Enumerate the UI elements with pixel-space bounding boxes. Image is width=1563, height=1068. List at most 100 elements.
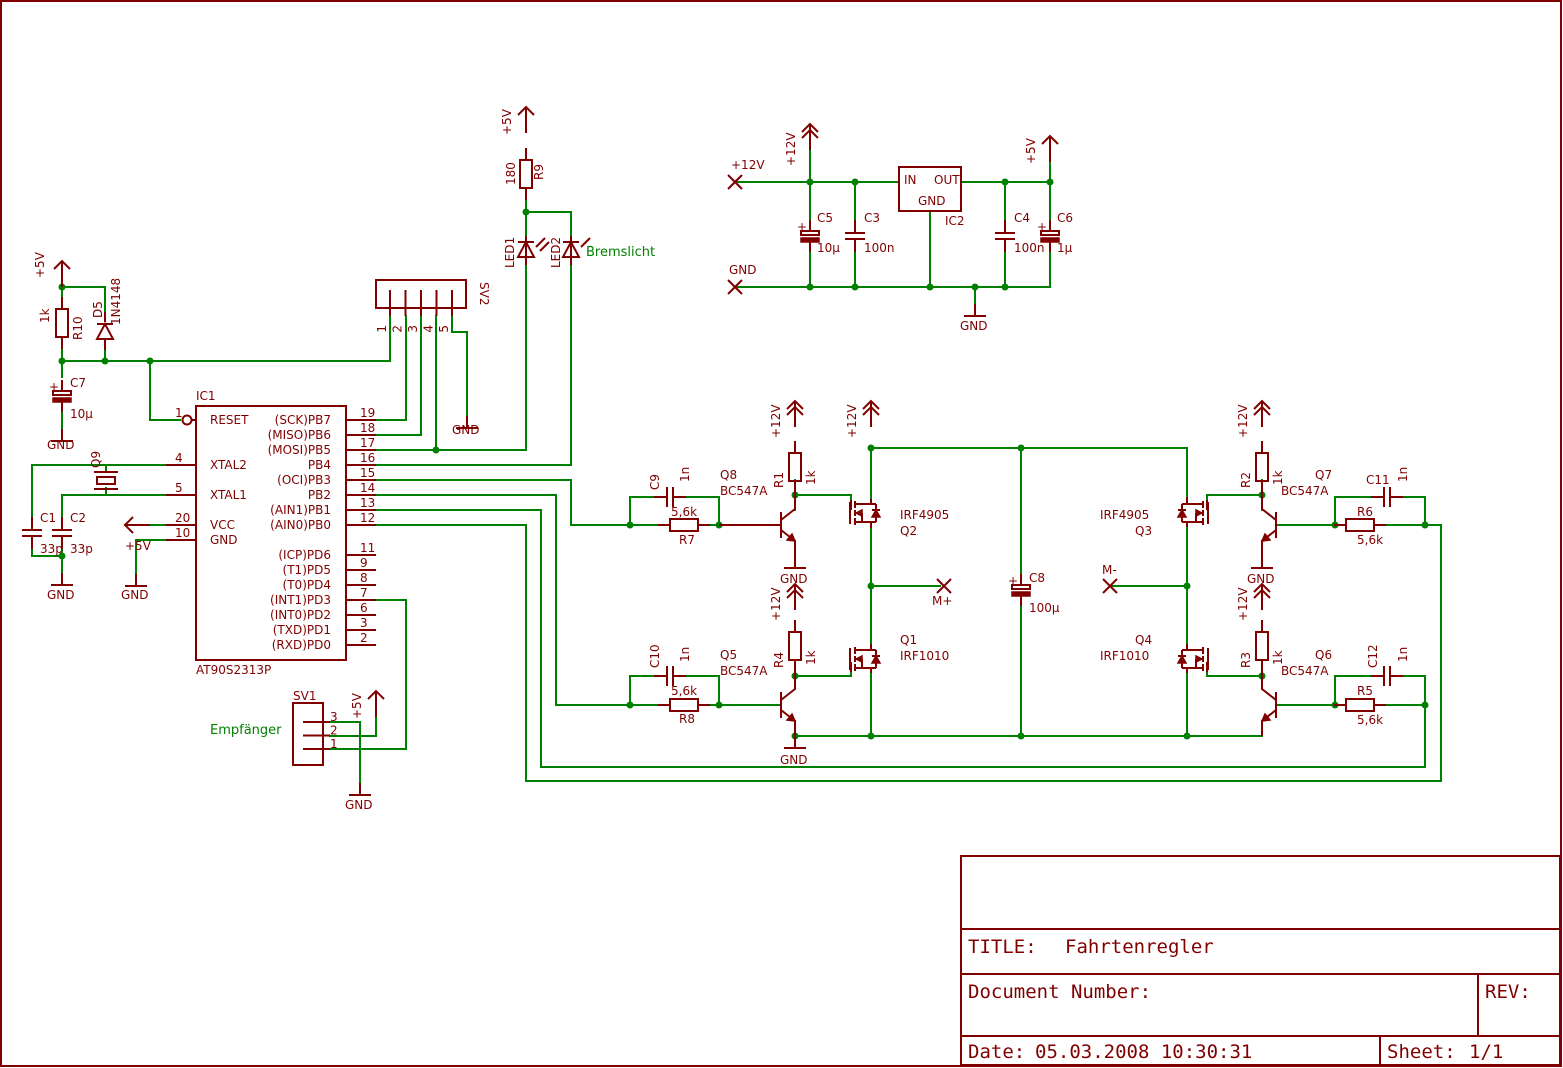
svg-text:C7: C7 — [70, 376, 86, 390]
svg-text:1k: 1k — [1271, 650, 1285, 665]
ic1-pin-number: 2 — [360, 631, 368, 645]
svg-text:+12V: +12V — [1236, 587, 1250, 621]
ic2-regulator: IN OUT GND IC2 — [898, 166, 965, 228]
junctions — [58, 178, 1429, 740]
svg-text:+12V: +12V — [769, 404, 783, 438]
svg-text:1n: 1n — [678, 647, 692, 662]
ic1-pin-number: 14 — [360, 481, 375, 495]
svg-text:Empfänger: Empfänger — [210, 723, 282, 738]
c3-capacitor: C3 100n — [844, 211, 895, 255]
svg-text:5,6k: 5,6k — [671, 505, 697, 519]
sheet-label: Sheet: — [1387, 1041, 1456, 1063]
led2: LED2 Bremslicht — [549, 236, 655, 268]
svg-text:Bremslicht: Bremslicht — [586, 245, 655, 260]
svg-text:BC547A: BC547A — [1281, 664, 1329, 678]
ic1-pin-label: (AIN1)PB1 — [270, 503, 331, 517]
ic1-pin-number: 7 — [360, 586, 368, 600]
svg-text:R5: R5 — [1357, 684, 1373, 698]
svg-text:C3: C3 — [864, 211, 880, 225]
ic1-pin-number: 8 — [360, 571, 368, 585]
svg-text:R8: R8 — [679, 712, 695, 726]
svg-text:+5V: +5V — [500, 108, 514, 135]
c2-capacitor: C2 33p — [51, 511, 93, 556]
ic1-pin-number: 3 — [360, 616, 368, 630]
c12-capacitor: C12 1n — [1366, 644, 1410, 687]
svg-text:Q4: Q4 — [1135, 633, 1152, 647]
wires — [31, 149, 1442, 793]
svg-text:C1: C1 — [40, 511, 56, 525]
svg-text:C10: C10 — [648, 644, 662, 668]
svg-text:AT90S2313P: AT90S2313P — [196, 663, 271, 677]
svg-text:1µ: 1µ — [1057, 241, 1073, 255]
c11-capacitor: C11 1n — [1366, 467, 1410, 508]
svg-text:C9: C9 — [648, 474, 662, 490]
r9-resistor: 180 R9 — [504, 147, 546, 201]
r4-resistor: R4 1k — [772, 619, 818, 673]
svg-text:BC547A: BC547A — [720, 664, 768, 678]
svg-text:33p: 33p — [40, 542, 63, 556]
svg-text:GND: GND — [47, 438, 75, 452]
r2-resistor: R2 1k — [1239, 440, 1285, 494]
svg-text:C8: C8 — [1029, 571, 1045, 585]
sv2-pin-number: 3 — [406, 325, 420, 333]
c9-capacitor: C9 1n — [648, 467, 692, 508]
ic1-pin-label: (SCK)PB7 — [275, 413, 331, 427]
ic1-pin-label: (MISO)PB6 — [268, 428, 331, 442]
sv2-pin-number: 5 — [437, 325, 451, 333]
title-block: TITLE: Fahrtenregler Document Number: RE… — [960, 855, 1561, 1066]
r3-resistor: R3 1k — [1239, 619, 1285, 673]
svg-text:R3: R3 — [1239, 652, 1253, 668]
sv1-pin-number: 1 — [330, 737, 338, 751]
ic1-pin-label: PB2 — [308, 488, 331, 502]
r7-resistor: 5,6k R7 — [657, 505, 711, 547]
ic1-pin-label: (OCI)PB3 — [277, 473, 331, 487]
svg-text:1k: 1k — [38, 308, 52, 323]
title-value: Fahrtenregler — [1065, 936, 1214, 958]
net-labels: +12V GND M+ M- — [727, 158, 1118, 608]
svg-text:D5: D5 — [91, 301, 105, 318]
q6-transistor: Q6 BC547A — [1261, 648, 1332, 736]
sheet-value: 1/1 — [1469, 1041, 1503, 1063]
svg-text:+5V: +5V — [33, 251, 47, 278]
svg-text:1n: 1n — [678, 467, 692, 482]
svg-text:10µ: 10µ — [70, 407, 93, 421]
ic1-pin-label: (T1)PD5 — [283, 563, 331, 577]
svg-text:Q5: Q5 — [720, 648, 737, 662]
svg-text:Q2: Q2 — [900, 524, 917, 538]
svg-text:1k: 1k — [1271, 470, 1285, 485]
ic1-pin-label: XTAL2 — [210, 458, 247, 472]
r8-resistor: 5,6k R8 — [657, 684, 711, 726]
ic1-pin-label: (AIN0)PB0 — [270, 518, 331, 532]
ic1-pin-label: (INT0)PD2 — [270, 608, 331, 622]
svg-text:1k: 1k — [804, 470, 818, 485]
c6-capacitor: C6 1µ — [1036, 211, 1073, 255]
q5-transistor: Q5 BC547A — [720, 648, 796, 745]
q1-mosfet: Q1 IRF1010 — [849, 633, 949, 673]
c8-capacitor: C8 100µ — [1007, 571, 1060, 615]
svg-text:+12V: +12V — [769, 587, 783, 621]
ic1-pin-label: VCC — [210, 518, 235, 532]
ic1-pin-number: 17 — [360, 436, 375, 450]
svg-text:GND: GND — [121, 588, 149, 602]
sv1-connector: 321 SV1 Empfänger — [210, 689, 338, 766]
q2-mosfet: IRF4905 Q2 — [849, 499, 949, 538]
svg-text:+12V: +12V — [1236, 404, 1250, 438]
svg-text:IRF1010: IRF1010 — [900, 649, 949, 663]
ic1-pin-label: PB4 — [308, 458, 331, 472]
svg-text:IC2: IC2 — [945, 214, 965, 228]
svg-text:IRF4905: IRF4905 — [900, 508, 949, 522]
svg-text:+12V: +12V — [845, 404, 859, 438]
svg-text:+12V: +12V — [784, 132, 798, 166]
ic1-pin-label: (INT1)PD3 — [270, 593, 331, 607]
svg-text:GND: GND — [1247, 572, 1275, 586]
svg-text:GND: GND — [918, 194, 946, 208]
sv2-pin-number: 4 — [422, 325, 436, 333]
svg-text:Q1: Q1 — [900, 633, 917, 647]
svg-text:BC547A: BC547A — [720, 484, 768, 498]
svg-text:R1: R1 — [772, 472, 786, 488]
svg-text:+5V: +5V — [125, 539, 152, 553]
svg-text:GND: GND — [47, 588, 75, 602]
svg-text:OUT: OUT — [934, 173, 960, 187]
net-m-minus: M- — [1102, 563, 1117, 577]
